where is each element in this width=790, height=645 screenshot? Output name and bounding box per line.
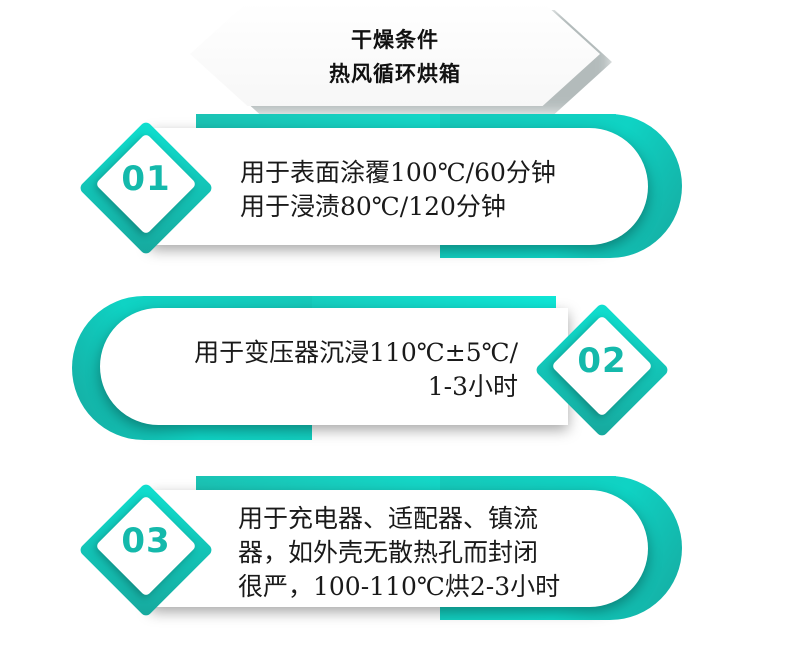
header-title-line2: 热风循环烘箱 [329,62,461,86]
item-01-line-2: 用于浸渍80℃/120分钟 [240,192,506,221]
header-hexagon [190,2,600,106]
item-03-line-1: 用于充电器、适配器、镇流 [238,504,539,533]
item-01-card [150,128,648,245]
header-title-line1: 干燥条件 [351,28,439,52]
item-01-line-1: 用于表面涂覆100℃/60分钟 [240,158,556,187]
item-03-card [150,490,648,607]
item-03-line-3: 很严，100-110℃烘2-3小时 [238,572,561,601]
item-02-line-1: 用于变压器沉浸110℃±5℃/ [194,338,518,367]
item-02-text: 用于变压器沉浸110℃±5℃/ 1-3小时 [110,336,518,404]
item-03-number: 03 [121,521,171,561]
item-01-number: 01 [121,159,171,199]
item-03-text: 用于充电器、适配器、镇流 器，如外壳无散热孔而封闭 很严，100-110℃烘2-… [238,502,560,604]
item-02-line-2: 1-3小时 [427,372,518,401]
item-02-number: 02 [577,341,627,381]
item-03-line-2: 器，如外壳无散热孔而封闭 [238,538,539,567]
item-02-card [100,308,568,425]
item-01-text: 用于表面涂覆100℃/60分钟 用于浸渍80℃/120分钟 [240,156,556,224]
